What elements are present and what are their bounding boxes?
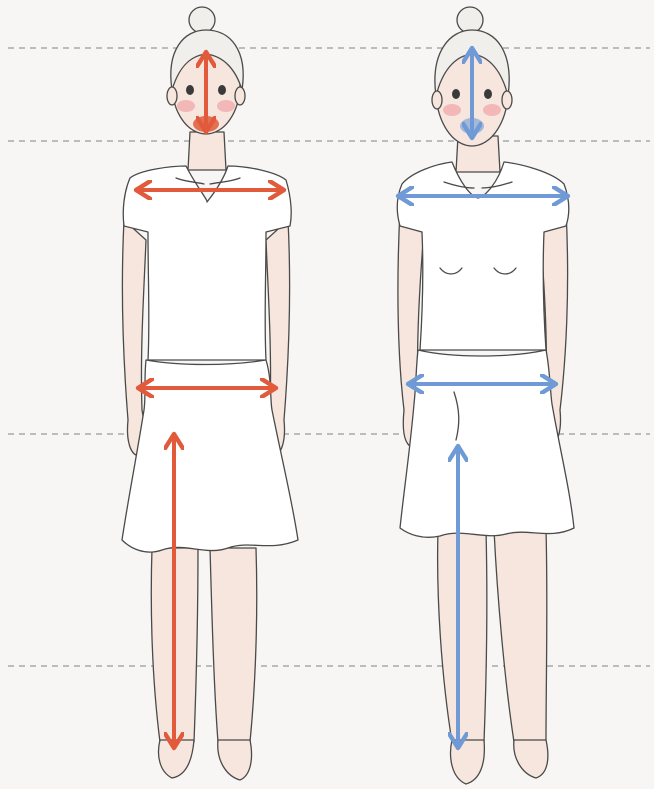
right-figure-cheek-left <box>443 104 461 116</box>
left-figure-cheek-left <box>177 100 195 112</box>
left-figure-legs <box>151 548 256 742</box>
left-figure-ear-right <box>235 87 245 105</box>
left-figure-shirt <box>123 166 291 360</box>
left-figure-hair-bun <box>189 7 215 33</box>
left-figure-feet <box>159 740 252 780</box>
right-figure-eye-left <box>452 89 460 99</box>
left-figure-eye-left <box>186 85 194 95</box>
right-figure-shirt <box>397 162 569 350</box>
left-figure-neck <box>188 132 226 170</box>
left-figure-cheek-right <box>217 100 235 112</box>
right-figure-feet <box>451 740 548 784</box>
left-figure <box>122 7 298 780</box>
right-figure-ear-left <box>432 91 442 109</box>
right-figure-ear-right <box>502 91 512 109</box>
right-figure-cheek-right <box>483 104 501 116</box>
right-figure-legs <box>438 530 547 742</box>
left-figure-eye-right <box>218 85 226 95</box>
left-figure-ear-left <box>167 87 177 105</box>
right-figure-eye-right <box>484 89 492 99</box>
right-figure <box>397 7 574 784</box>
right-figure-hair-bun <box>457 7 483 33</box>
right-figure-skirt <box>400 350 574 537</box>
